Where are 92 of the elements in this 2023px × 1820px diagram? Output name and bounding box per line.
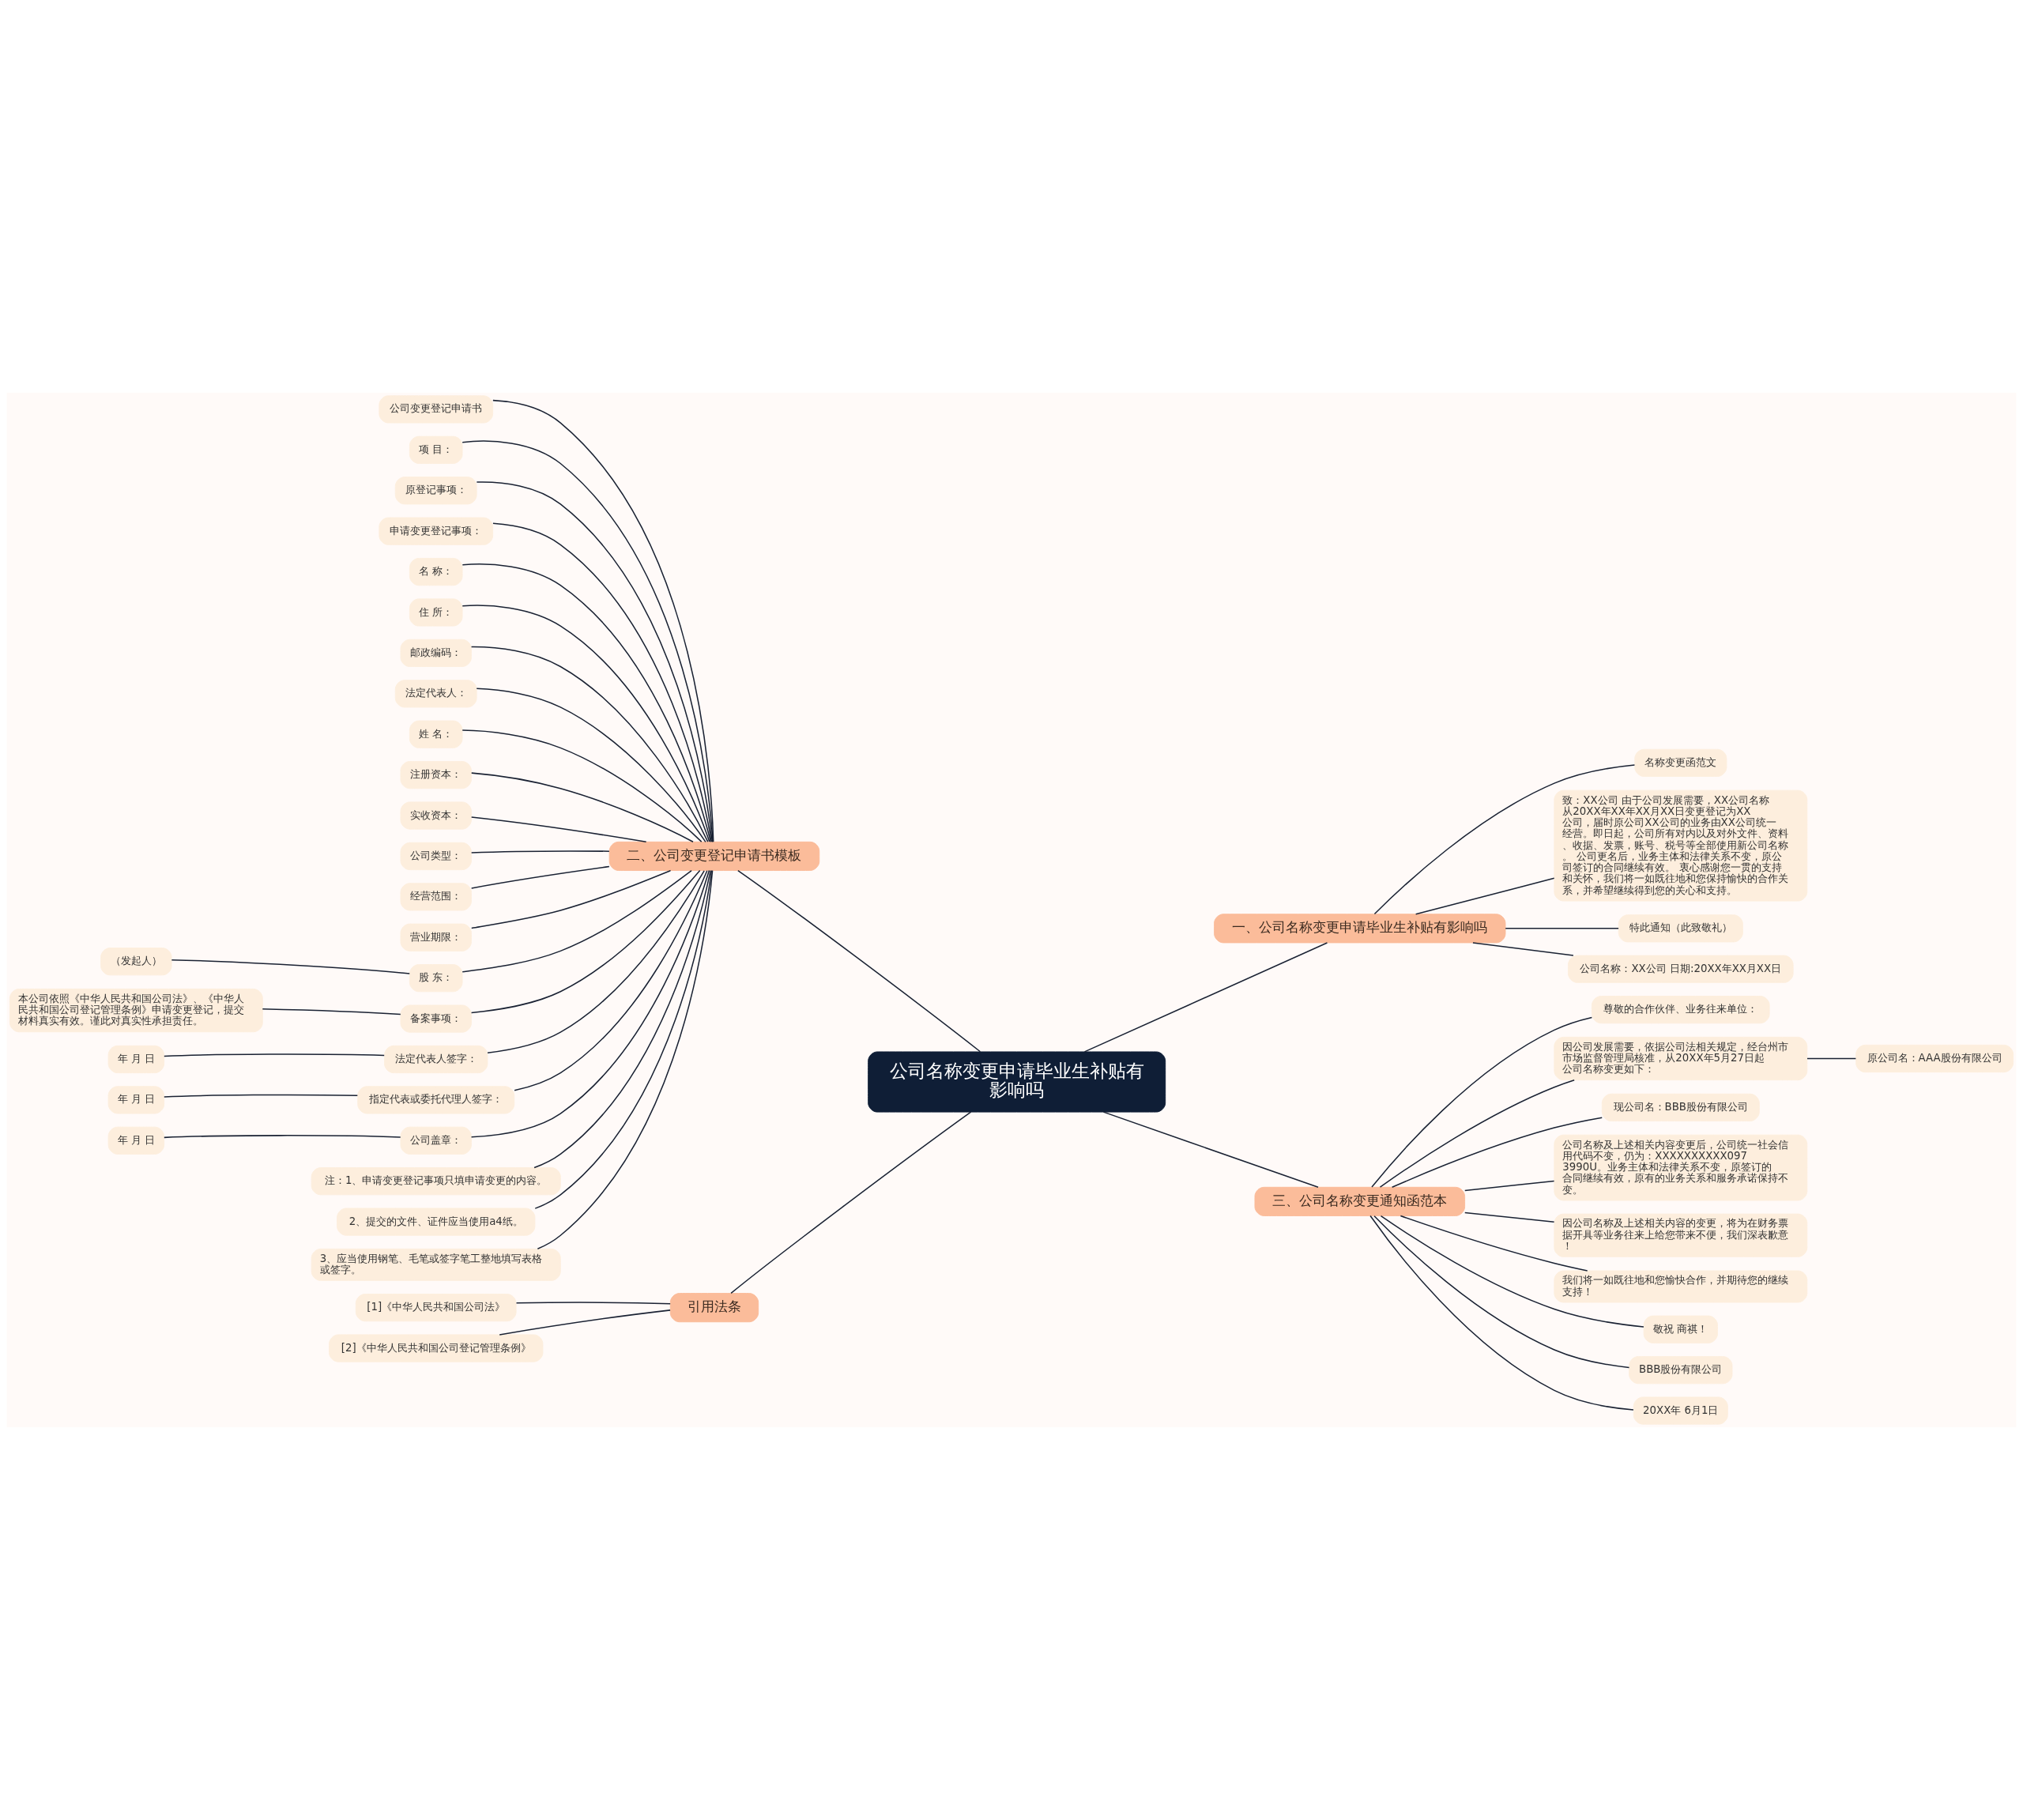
connector xyxy=(471,869,672,929)
connector xyxy=(1806,1057,1857,1060)
connector xyxy=(171,959,411,974)
connector xyxy=(487,870,705,1053)
node-box: 2、提交的文件、证件应当使用a4纸。 xyxy=(337,1208,536,1236)
connector xyxy=(1373,1215,1630,1369)
node-box: 我们将一如既往地和您愉快合作，并期待您的继续支持！ xyxy=(1554,1270,1808,1303)
node-box: 公司名称及上述相关内容变更后，公司统一社会信用代码不变，仍为：XXXXXXXXXX0973990U。业务主体和法律关系不变，原签订的合同继续有效，原有的业务关系和服务承诺保持不变。 xyxy=(1554,1134,1808,1201)
node-box: 姓 名： xyxy=(409,720,463,748)
node-box: 年 月 日 xyxy=(107,1126,165,1155)
connector xyxy=(164,1094,359,1098)
connector xyxy=(476,481,714,843)
connector xyxy=(470,865,610,889)
node-box: 致：XX公司 由于公司发展需要，XX公司名称从20XX年XX年XX月XX日变更登记为XX公司，届时原公司XX公司的业务由XX公司统一经营。即日起，公司所有对内以及对外文件、资料、收据、发票，账号、税号等全部使用新公司名称。 公司更名后，业务主体和法律关系不变，原公司签订的合同继续有效。 衷心感谢您一贯的支持和关怀，我们将一如既往地和您保持愉快的合作关系，并希望继续得到您的关心和支持。 xyxy=(1554,789,1808,902)
node-box: 3、应当使用钢笔、毛笔或签字笔工整地填写表格或签字。 xyxy=(311,1248,561,1281)
node-box: 法定代表人： xyxy=(394,680,477,708)
node-box: 原公司名：AAA股份有限公司 xyxy=(1855,1044,2014,1073)
connector xyxy=(730,1111,972,1294)
node-box: 20XX年 6月1日 xyxy=(1633,1396,1728,1425)
node-box: 尊敬的合作伙伴、业务往来单位： xyxy=(1592,996,1770,1024)
node-box: 名 称： xyxy=(409,557,463,586)
connector xyxy=(514,870,708,1091)
connector xyxy=(471,772,694,842)
connector xyxy=(737,869,981,1053)
connector xyxy=(492,522,713,842)
node-box: 现公司名：BBB股份有限公司 xyxy=(1601,1093,1760,1121)
node-box: 注册资本： xyxy=(400,761,472,789)
node-box: 三、公司名称变更通知函范本 xyxy=(1254,1186,1466,1216)
node-box: [2]《中华人民共和国公司登记管理条例》 xyxy=(329,1334,544,1362)
connector xyxy=(470,816,647,843)
node-box: （发起人） xyxy=(100,948,172,976)
connector xyxy=(1379,1079,1575,1188)
node-box: 引用法条 xyxy=(669,1293,759,1323)
connector xyxy=(1464,1211,1555,1223)
node-box: 因公司名称及上述相关内容的变更，将为在财务票据开具等业务往来上给您带来不便，我们深表歉意！ xyxy=(1554,1213,1808,1257)
node-box: 项 目： xyxy=(409,435,463,464)
connector xyxy=(1102,1111,1319,1188)
connector xyxy=(461,440,714,842)
node-box: 指定代表或委托代理人签字： xyxy=(357,1086,515,1114)
connector xyxy=(470,646,709,842)
connector xyxy=(1391,1117,1603,1189)
connector xyxy=(1380,1215,1644,1328)
connector xyxy=(470,869,701,1014)
node-box: 敬祝 商祺！ xyxy=(1643,1315,1718,1343)
connector xyxy=(499,1309,671,1336)
node-box: 年 月 日 xyxy=(107,1086,165,1114)
connector xyxy=(470,869,710,1138)
node-box: 特此通知（此致敬礼） xyxy=(1618,914,1743,943)
node-box: 经营范围： xyxy=(400,883,472,911)
node-box: 住 所： xyxy=(409,598,463,627)
node-box: 邮政编码： xyxy=(400,639,472,667)
node-box: 公司盖章： xyxy=(400,1126,472,1155)
node-box: 本公司依照《中华人民共和国公司法》、《中华人民共和国公司登记管理条例》申请变更登记，提交材料真实有效。谨此对真实性承担责任。 xyxy=(9,989,263,1033)
connector xyxy=(164,1053,385,1057)
connector xyxy=(461,869,692,973)
node-box: [1]《中华人民共和国公司法》 xyxy=(355,1294,517,1322)
connector xyxy=(1415,877,1555,915)
node-box: 年 月 日 xyxy=(107,1045,165,1074)
node-box: 营业期限： xyxy=(400,923,472,951)
node-box: 法定代表人签字： xyxy=(384,1045,488,1074)
node-box: 实收资本： xyxy=(400,801,472,830)
connector xyxy=(1373,764,1636,915)
connector xyxy=(1369,1215,1634,1411)
connector xyxy=(461,605,710,842)
connector xyxy=(1371,1016,1593,1188)
connector xyxy=(164,1135,401,1139)
node-box: 因公司发展需要，依据公司法相关规定，经台州市市场监督管理局核准，从20XX年5月27日起公司名称变更如下： xyxy=(1554,1036,1808,1081)
connector xyxy=(1505,928,1619,929)
connector xyxy=(1400,1215,1588,1272)
connector xyxy=(262,1008,401,1016)
node-box: BBB股份有限公司 xyxy=(1629,1356,1733,1385)
connector xyxy=(515,1302,671,1305)
connector xyxy=(461,563,712,843)
connector xyxy=(461,729,703,842)
node-box: 公司变更登记申请书 xyxy=(379,395,494,424)
node-box: 注：1、申请变更登记事项只填申请变更的内容。 xyxy=(311,1167,561,1196)
connector xyxy=(492,399,714,842)
node-box: 原登记事项： xyxy=(394,477,477,505)
connector xyxy=(1083,942,1328,1053)
node-box: 公司名称变更申请毕业生补贴有影响吗 xyxy=(868,1051,1166,1113)
node-box: 公司类型： xyxy=(400,842,472,871)
node-box: 二、公司变更登记申请书模板 xyxy=(608,841,820,871)
node-box: 一、公司名称变更申请毕业生补贴有影响吗 xyxy=(1214,914,1506,944)
node-box: 名称变更函范文 xyxy=(1634,748,1727,777)
connector xyxy=(476,688,706,843)
connector xyxy=(1464,1180,1555,1192)
node-box: 公司名称：XX公司 日期:20XX年XX月XX日 xyxy=(1568,955,1794,983)
connector xyxy=(470,850,610,853)
node-box: 申请变更登记事项： xyxy=(379,517,494,545)
node-box: 备案事项： xyxy=(400,1004,472,1033)
connector xyxy=(1472,942,1574,956)
node-box: 股 东： xyxy=(409,964,463,993)
